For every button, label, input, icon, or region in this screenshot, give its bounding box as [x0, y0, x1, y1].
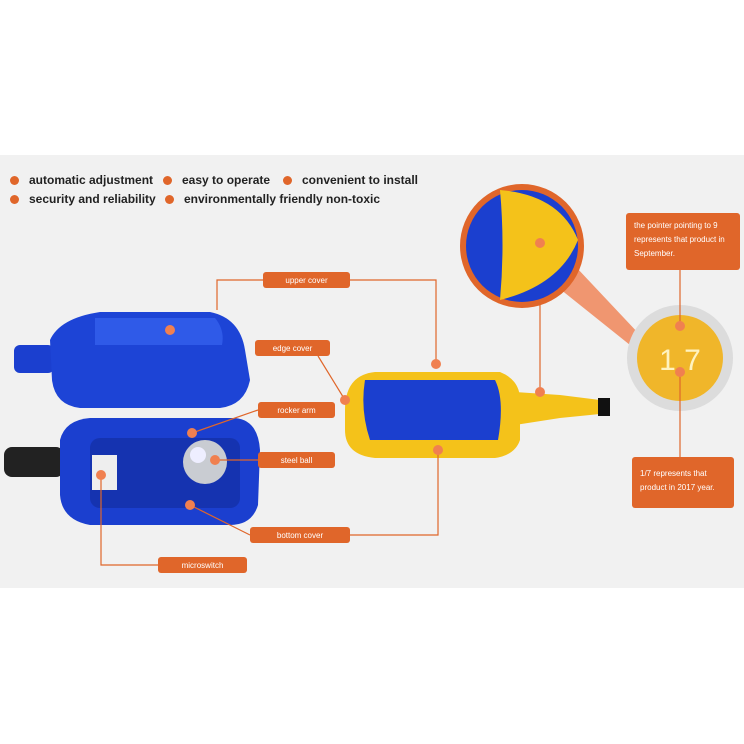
feature-text: convenient to install: [302, 173, 419, 187]
label-upper-cover: upper cover: [263, 272, 350, 288]
label-rocker-arm: rocker arm: [258, 402, 335, 418]
bullet-icon: [10, 175, 19, 185]
note-year: 1/7 represents that product in 2017 year…: [632, 457, 734, 508]
label-bottom-cover: bottom cover: [250, 527, 350, 543]
feature-item: easy to operate: [163, 173, 270, 187]
label-steel-ball: steel ball: [258, 452, 335, 468]
assembled-float-image: [345, 372, 610, 458]
feature-item: automatic adjustment: [10, 173, 153, 187]
magnified-detail: [460, 184, 640, 345]
steel-ball-image: [183, 440, 227, 484]
feature-text: security and reliability: [29, 192, 156, 206]
marker-dots: [96, 238, 685, 510]
leader-lines: [100, 270, 681, 566]
feature-text: automatic adjustment: [29, 173, 154, 187]
feature-item: security and reliability: [10, 192, 156, 206]
upper-cover-image: [14, 312, 250, 408]
bullet-icon: [283, 175, 292, 185]
bullet-icon: [10, 194, 19, 204]
bottom-cover-image: [4, 418, 260, 525]
label-microswitch: microswitch: [158, 557, 247, 573]
label-edge-cover: edge cover: [255, 340, 330, 356]
note-month: the pointer pointing to 9 represents tha…: [626, 213, 740, 270]
feature-item: convenient to install: [283, 173, 418, 187]
feature-item: environmentally friendly non-toxic: [165, 192, 380, 206]
bullet-icon: [163, 175, 172, 185]
date-code-dial: 1 7: [627, 305, 733, 411]
bullet-icon: [165, 194, 174, 204]
feature-text: easy to operate: [182, 173, 271, 187]
feature-text: environmentally friendly non-toxic: [184, 192, 381, 206]
